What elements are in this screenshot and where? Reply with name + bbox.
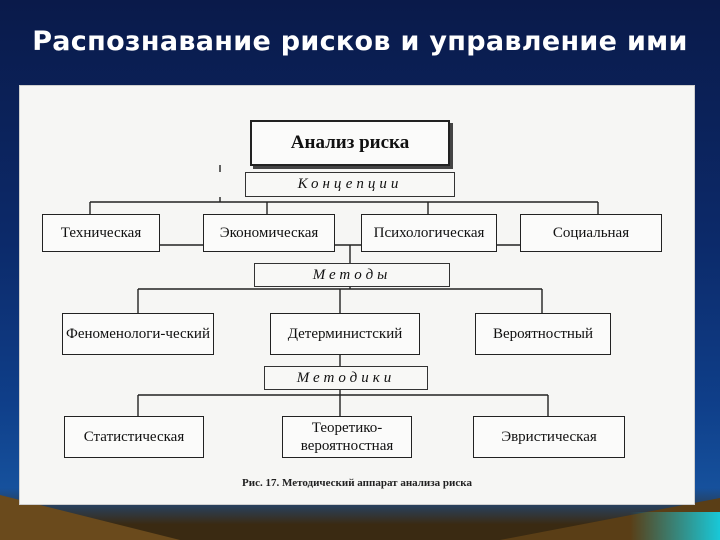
figure-caption: Рис. 17. Методический аппарат анализа ри… bbox=[242, 477, 472, 489]
teal-accent bbox=[630, 512, 720, 540]
method-phenomenological: Феноменологи-ческий bbox=[62, 313, 214, 355]
root-risk-analysis: Анализ риска bbox=[250, 120, 450, 166]
slide-title: Распознавание рисков и управление ими bbox=[32, 26, 688, 57]
concept-social: Социальная bbox=[520, 214, 662, 252]
scanned-figure: Анализ риска Концепции Техническая Эконо… bbox=[20, 86, 694, 504]
method-probabilistic: Вероятностный bbox=[475, 313, 611, 355]
concept-technical: Техническая bbox=[42, 214, 160, 252]
concept-economic: Экономическая bbox=[203, 214, 335, 252]
techniques-band: Методики bbox=[264, 366, 428, 390]
technique-heuristic: Эвристическая bbox=[473, 416, 625, 458]
technique-theoretical-probabilistic: Теоретико-вероятностная bbox=[282, 416, 412, 458]
methods-band: Методы bbox=[254, 263, 450, 287]
concept-psychological: Психологическая bbox=[361, 214, 497, 252]
method-deterministic: Детерминистский bbox=[270, 313, 420, 355]
concepts-band: Концепции bbox=[245, 172, 455, 197]
technique-statistical: Статистическая bbox=[64, 416, 204, 458]
